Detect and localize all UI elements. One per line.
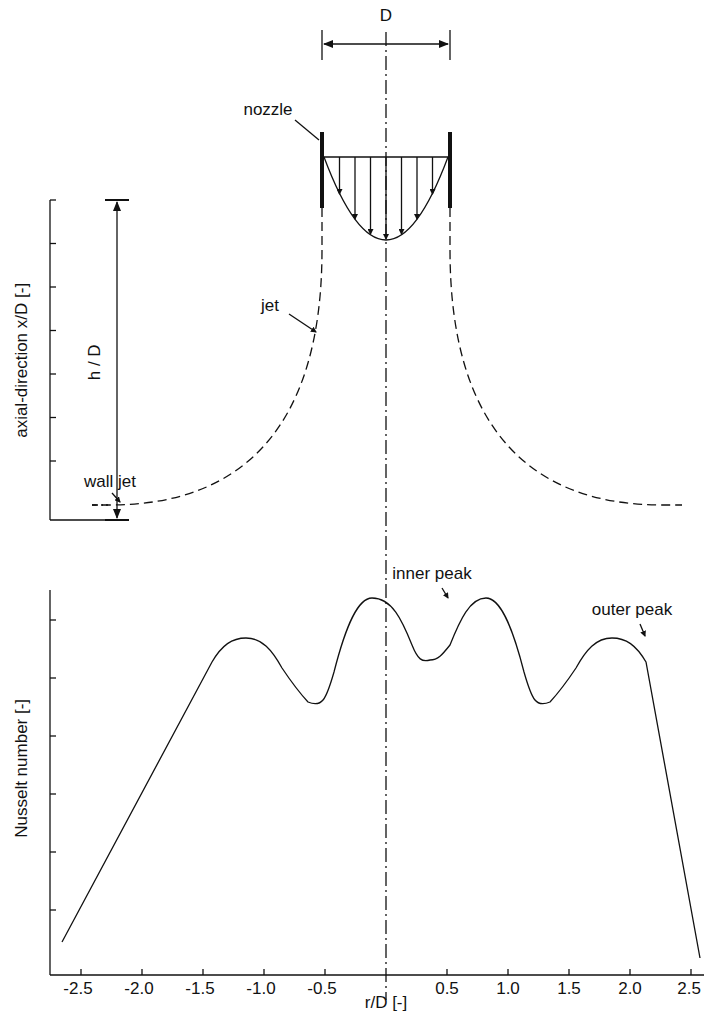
tick-label: 2.0 <box>618 980 642 999</box>
tick-mark <box>50 460 56 461</box>
tick-label: -0.5 <box>307 980 336 999</box>
label: outer peak <box>592 601 672 620</box>
leader-line <box>640 624 645 636</box>
dim-tick <box>105 199 129 201</box>
tick-mark <box>339 157 340 194</box>
tick-mark <box>568 969 569 975</box>
tick-mark <box>50 793 56 794</box>
profile-arrows <box>340 157 433 239</box>
axis <box>50 974 704 975</box>
tick-mark <box>446 969 447 975</box>
axis <box>49 590 50 975</box>
tick-mark <box>263 969 264 975</box>
label: jet <box>261 297 279 316</box>
tick-mark <box>50 735 56 736</box>
tick-mark <box>416 157 417 219</box>
tick-mark <box>354 157 355 219</box>
tick-mark <box>50 677 56 678</box>
tick-label: 0.5 <box>435 980 459 999</box>
jet-boundary <box>450 208 682 505</box>
tick-mark <box>141 969 142 975</box>
jet-boundary <box>92 208 322 505</box>
tick-label: -1.0 <box>246 980 275 999</box>
tick-label: 1.0 <box>496 980 520 999</box>
axis-ticks <box>50 200 56 461</box>
dim-tick <box>321 30 322 60</box>
tick-mark <box>50 417 56 418</box>
label: wall jet <box>84 473 136 492</box>
tick-mark <box>385 157 386 239</box>
tick-label: -2.0 <box>124 980 153 999</box>
tick-label: 2.5 <box>677 980 701 999</box>
wall-line <box>92 504 108 505</box>
tick-mark <box>507 969 508 975</box>
tick-mark <box>629 969 630 975</box>
tick-label: 1.5 <box>557 980 581 999</box>
tick-mark <box>324 969 325 975</box>
tick-mark <box>80 969 81 975</box>
nozzle-wall <box>448 132 452 208</box>
label: nozzle <box>243 101 292 120</box>
tick-mark <box>50 330 56 331</box>
tick-mark <box>50 373 56 374</box>
nusselt-curve <box>62 598 700 958</box>
tick-mark <box>690 969 691 975</box>
tick-mark <box>370 157 371 234</box>
tick-mark <box>50 286 56 287</box>
tick-mark <box>202 969 203 975</box>
dim-tick <box>105 519 129 521</box>
tick-mark <box>50 909 56 910</box>
tick-mark <box>50 619 56 620</box>
nozzle-wall <box>320 132 324 208</box>
leader-line <box>442 588 448 598</box>
tick-label: -1.5 <box>185 980 214 999</box>
label: inner peak <box>392 565 471 584</box>
tick-mark <box>50 243 56 244</box>
tick-mark <box>432 157 433 194</box>
tick-mark <box>401 157 402 234</box>
leader-line <box>112 493 120 502</box>
label: D <box>380 7 392 26</box>
centerline <box>385 32 386 1000</box>
label: h / D <box>86 344 105 380</box>
tick-mark <box>50 199 56 200</box>
axis-title: r/D [-] <box>365 994 408 1013</box>
axis <box>49 200 50 520</box>
velocity-profile <box>324 157 448 240</box>
axis-ticks <box>50 620 691 975</box>
leader-line <box>295 120 319 140</box>
axis-title: axial-direction x/D [-] <box>13 283 32 438</box>
dim-arrow <box>324 43 448 44</box>
leader-line <box>289 314 316 332</box>
axis-title: Nusselt number [-] <box>13 699 32 838</box>
tick-label: -2.5 <box>63 980 92 999</box>
dim-arrow <box>116 202 117 518</box>
tick-mark <box>50 851 56 852</box>
dim-tick <box>449 30 450 60</box>
